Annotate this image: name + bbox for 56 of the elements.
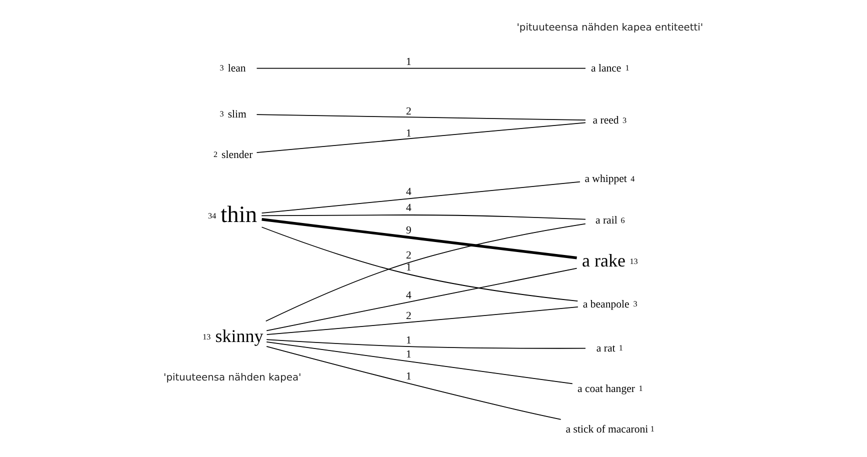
node-label: 1 — [638, 384, 643, 394]
node-label: 6 — [620, 216, 625, 225]
node-text: a whippet — [584, 173, 627, 186]
node-text: a rail — [596, 214, 618, 227]
node-label: 2 — [213, 150, 218, 160]
edge-label: 2 — [406, 106, 412, 118]
connector — [266, 268, 578, 332]
connector — [261, 214, 586, 220]
edge-label: 1 — [406, 261, 412, 274]
connector — [266, 346, 562, 420]
node-label: 3 — [622, 116, 627, 125]
label: 'pituuteensa nähden kapea entiteetti' — [516, 22, 704, 34]
node-label: 13 — [202, 332, 211, 342]
node-text: a stick of macaroni — [566, 423, 648, 436]
node-label: 1 — [650, 424, 654, 434]
edge-label: 1 — [406, 334, 412, 346]
node-label: 34 — [208, 211, 216, 220]
node-label: 4 — [630, 174, 635, 184]
edge-label: 1 — [406, 56, 412, 68]
node-text: a reed — [592, 114, 619, 127]
edge-label: 1 — [406, 370, 412, 382]
connector — [256, 122, 586, 153]
node-label: 1 — [625, 64, 630, 73]
connector — [262, 218, 577, 260]
edge-label: 4 — [406, 289, 412, 302]
connector — [256, 68, 586, 69]
node-text: slender — [222, 148, 253, 161]
connector — [265, 223, 586, 322]
connector — [261, 181, 580, 214]
node-text: a rat — [596, 342, 616, 354]
edge-label: 4 — [406, 186, 412, 198]
edge-label: 1 — [406, 127, 412, 140]
node-label: 3 — [220, 110, 224, 119]
node-label: 3 — [220, 64, 224, 73]
connector — [266, 342, 573, 384]
node-text: skinny — [215, 326, 264, 346]
node-text: a lance — [591, 62, 622, 75]
edge-label: 9 — [406, 224, 412, 237]
label: 'pituuteensa nähden kapea' — [163, 372, 302, 384]
node-text: a rake — [582, 250, 626, 270]
node-text: thin — [220, 202, 258, 228]
node-label: 1 — [618, 344, 623, 353]
connector — [256, 114, 586, 121]
node-text: slim — [228, 108, 246, 120]
edge-label: 2 — [406, 250, 412, 262]
node-label: 3 — [633, 300, 638, 309]
connector — [261, 226, 578, 302]
edge-label: 4 — [406, 202, 412, 214]
connector — [266, 339, 586, 349]
node-label: 13 — [630, 256, 638, 266]
connector — [266, 306, 578, 336]
node-text: a beanpole — [582, 298, 630, 310]
edge-label: 1 — [406, 348, 412, 361]
node-text: a coat hanger — [578, 382, 635, 395]
node-text: lean — [228, 62, 246, 75]
edge-label: 2 — [406, 310, 412, 322]
